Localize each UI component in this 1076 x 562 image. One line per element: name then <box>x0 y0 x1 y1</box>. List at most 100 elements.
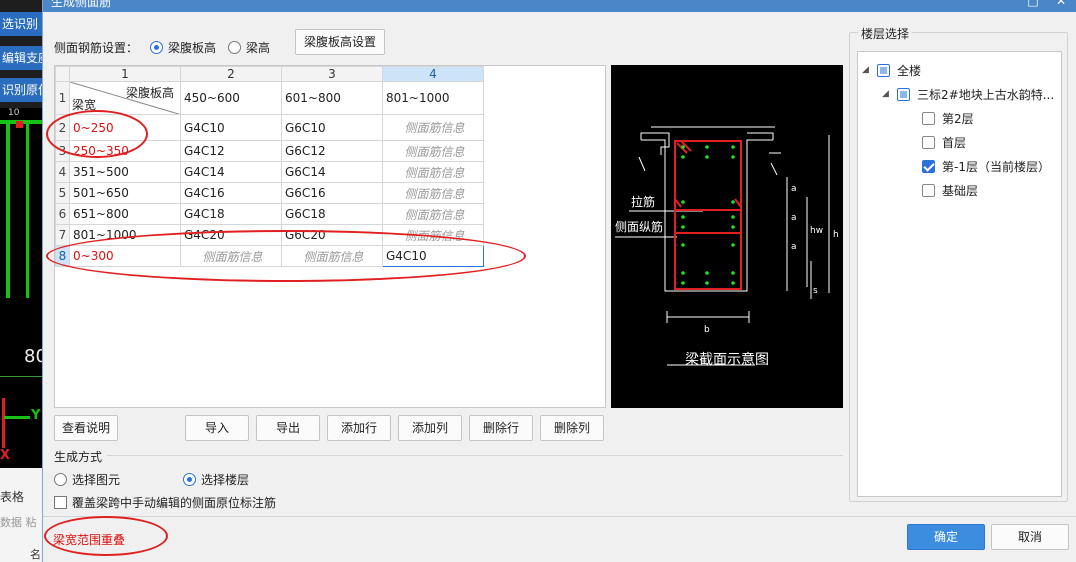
add-column-button[interactable]: 添加列 <box>398 415 462 441</box>
dim-a: a <box>791 213 797 223</box>
grid-cell[interactable]: G4C12 <box>180 140 282 162</box>
grid-cell-range[interactable]: 0~300 <box>69 245 181 267</box>
grid-cell[interactable]: G6C18 <box>281 203 383 225</box>
overwrite-checkbox[interactable]: 覆盖梁跨中手动编辑的侧面原位标注筋 <box>54 494 276 511</box>
grid-row-number[interactable]: 1 <box>55 81 70 115</box>
grid-cell[interactable]: G4C14 <box>180 161 282 183</box>
grid-row-number[interactable]: 2 <box>55 114 70 141</box>
grid-col-header[interactable]: 450~600 <box>180 81 282 115</box>
cad-number: 80 <box>24 346 42 367</box>
grid-cell[interactable]: G6C20 <box>281 224 383 246</box>
floor-selection-title: 楼层选择 <box>858 25 913 42</box>
grid-header-row: 1 梁腹板高 梁宽 450~600 601~800 801~1000 <box>55 81 484 115</box>
delete-row-button[interactable]: 删除行 <box>469 415 533 441</box>
tree-checkbox-floor[interactable] <box>922 111 935 125</box>
grid-cell-range[interactable]: 651~800 <box>69 203 181 225</box>
floor-selection-group: 楼层选择 ◢ 全楼 ◢ 三标2#地块上古水韵特... 第2层 首层 <box>849 25 1068 502</box>
collapse-triangle-icon[interactable]: ◢ <box>882 89 889 99</box>
grid-cell-range[interactable]: 0~250 <box>69 114 181 141</box>
grid-cell-placeholder[interactable]: 侧面筋信息 <box>382 224 484 246</box>
grid-cell[interactable]: G6C14 <box>281 161 383 183</box>
radio-select-element-dot[interactable] <box>54 473 67 486</box>
grid-column-number-row: 1 2 3 4 <box>55 66 484 82</box>
grid-cell-range[interactable]: 250~350 <box>69 140 181 162</box>
grid-cell-placeholder[interactable]: 侧面筋信息 <box>281 245 383 267</box>
dialog-titlebar[interactable]: 生成侧面筋 □ ✕ <box>43 0 1076 12</box>
grid-row-number-selected[interactable]: 8 <box>55 245 70 267</box>
tree-checkbox-project[interactable] <box>897 87 910 101</box>
grid-cell-editing[interactable]: G4C10 <box>382 245 484 267</box>
export-button[interactable]: 导出 <box>256 415 320 441</box>
grid-cell[interactable]: G4C20 <box>180 224 282 246</box>
grid-cell-placeholder[interactable]: 侧面筋信息 <box>382 140 484 162</box>
grid-cell-placeholder[interactable]: 侧面筋信息 <box>382 182 484 204</box>
grid-col-number[interactable]: 3 <box>281 66 383 82</box>
tree-checkbox-all[interactable] <box>877 63 890 77</box>
grid-cell[interactable]: G4C16 <box>180 182 282 204</box>
tree-item-all-floors[interactable]: ◢ 全楼 <box>862 60 921 80</box>
radio-web-height-dot[interactable] <box>150 40 164 54</box>
grid-col-number[interactable]: 1 <box>69 66 181 82</box>
grid-cell-placeholder[interactable]: 侧面筋信息 <box>382 203 484 225</box>
radio-beam-height-dot[interactable] <box>228 40 242 54</box>
help-button[interactable]: 查看说明 <box>54 415 118 441</box>
grid-cell-range[interactable]: 351~500 <box>69 161 181 183</box>
grid-row-number[interactable]: 6 <box>55 203 70 225</box>
radio-web-height[interactable]: 梁腹板高 <box>150 39 216 56</box>
tree-item-floor[interactable]: 首层 <box>922 132 966 152</box>
rebar-grid-panel[interactable]: 1 2 3 4 1 梁腹板高 梁宽 450~600 601~800 801~10… <box>54 65 606 408</box>
grid-cell[interactable]: G6C12 <box>281 140 383 162</box>
grid-cell[interactable]: G4C10 <box>180 114 282 141</box>
radio-beam-height[interactable]: 梁高 <box>228 39 270 56</box>
grid-col-number-selected[interactable]: 4 <box>382 66 484 82</box>
floor-tree[interactable]: ◢ 全楼 ◢ 三标2#地块上古水韵特... 第2层 首层 第-1层（当前楼层） <box>857 51 1062 497</box>
grid-cell[interactable]: G6C16 <box>281 182 383 204</box>
grid-cell-placeholder[interactable]: 侧面筋信息 <box>382 114 484 141</box>
grid-cell-placeholder[interactable]: 侧面筋信息 <box>382 161 484 183</box>
bg-menu-item[interactable]: 识别原位 <box>0 78 42 102</box>
cad-canvas-lower[interactable]: 80 Y X <box>0 298 42 468</box>
cad-marker <box>16 121 23 128</box>
grid-row-number[interactable]: 5 <box>55 182 70 204</box>
radio-select-floor-dot[interactable] <box>183 473 196 486</box>
grid-row-number[interactable]: 4 <box>55 161 70 183</box>
grid-cell-placeholder[interactable]: 侧面筋信息 <box>180 245 282 267</box>
overwrite-checkbox-box[interactable] <box>54 496 67 509</box>
tree-checkbox-floor[interactable] <box>922 183 935 197</box>
collapse-triangle-icon[interactable]: ◢ <box>862 65 869 75</box>
tree-checkbox-floor-checked[interactable] <box>922 159 935 173</box>
grid-cell-range[interactable]: 801~1000 <box>69 224 181 246</box>
web-height-settings-button[interactable]: 梁腹板高设置 <box>295 29 385 55</box>
bg-menu-item[interactable]: 选识别 <box>0 12 42 36</box>
close-icon[interactable]: ✕ <box>1055 0 1067 8</box>
ok-button[interactable]: 确定 <box>907 524 985 550</box>
tree-item-floor[interactable]: 基础层 <box>922 180 978 200</box>
maximize-icon[interactable]: □ <box>1027 0 1039 8</box>
grid-cell[interactable]: G6C10 <box>281 114 383 141</box>
cancel-button[interactable]: 取消 <box>991 524 1069 550</box>
grid-col-header[interactable]: 601~800 <box>281 81 383 115</box>
tree-item-floor-current[interactable]: 第-1层（当前楼层） <box>922 156 1050 176</box>
add-row-button[interactable]: 添加行 <box>327 415 391 441</box>
tree-label-floor: 首层 <box>942 135 967 150</box>
header-web-height: 梁腹板高 <box>125 86 174 100</box>
grid-row-number[interactable]: 3 <box>55 140 70 162</box>
grid-row-number[interactable]: 7 <box>55 224 70 246</box>
cad-canvas[interactable]: 10 <box>0 108 42 298</box>
tree-item-floor[interactable]: 第2层 <box>922 108 974 128</box>
grid-col-number[interactable]: 2 <box>180 66 282 82</box>
bg-panel-title: 表格 <box>0 490 25 504</box>
cad-beam-line <box>6 120 10 298</box>
grid-col-header[interactable]: 801~1000 <box>382 81 484 115</box>
tree-checkbox-floor[interactable] <box>922 135 935 149</box>
bg-menu-item[interactable]: 编辑支座 <box>0 46 42 70</box>
grid-diagonal-header: 梁腹板高 梁宽 <box>69 81 181 115</box>
divider <box>107 455 843 456</box>
delete-column-button[interactable]: 删除列 <box>540 415 604 441</box>
grid-cell-range[interactable]: 501~650 <box>69 182 181 204</box>
grid-cell[interactable]: G4C18 <box>180 203 282 225</box>
radio-select-element[interactable]: 选择图元 <box>54 471 120 488</box>
radio-select-floor[interactable]: 选择楼层 <box>183 471 249 488</box>
import-button[interactable]: 导入 <box>185 415 249 441</box>
tree-item-project[interactable]: ◢ 三标2#地块上古水韵特... <box>882 84 1054 104</box>
